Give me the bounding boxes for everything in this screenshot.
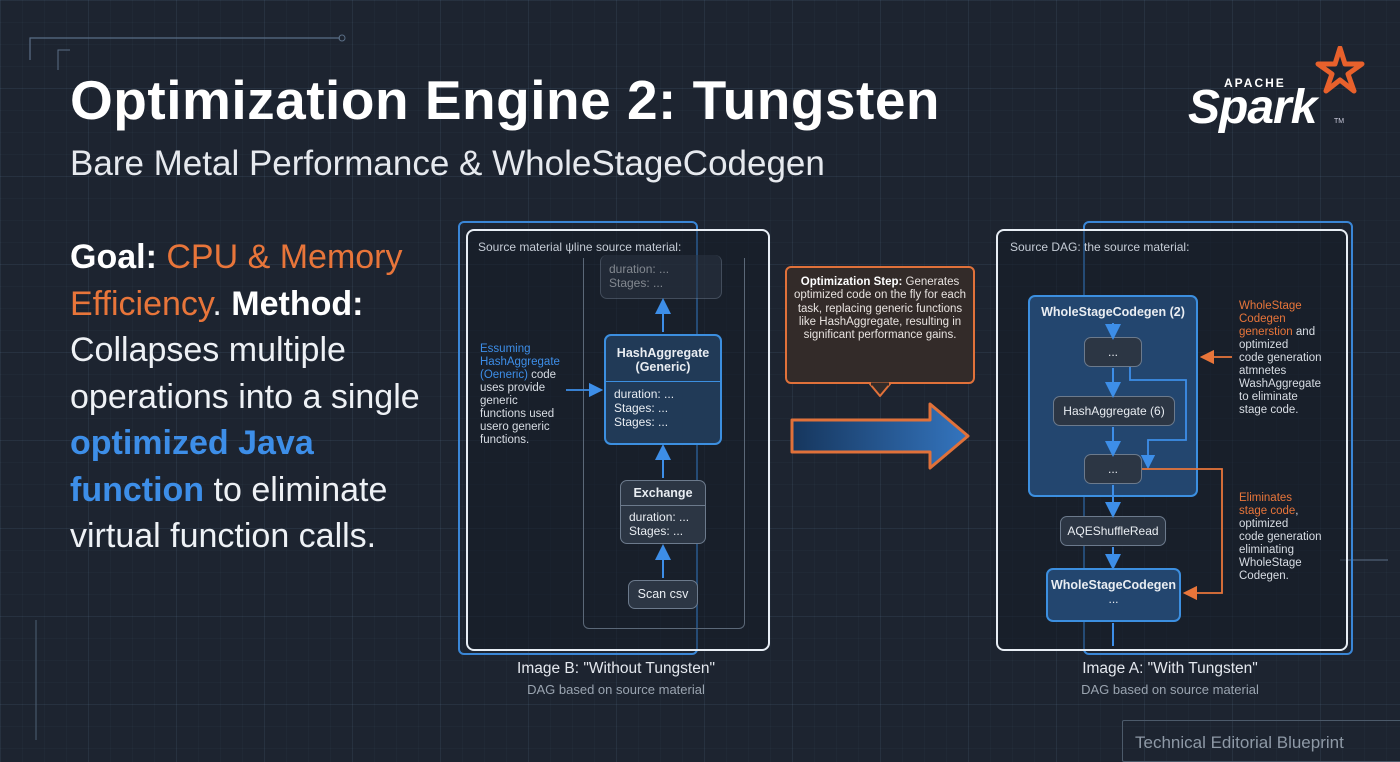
apache-spark-logo: APACHE Spark TM — [1186, 46, 1365, 134]
hash-aggregate-6-node: HashAggregate (6) — [1053, 396, 1175, 426]
left-inner-frame — [583, 258, 745, 629]
method-highlight: optimized Java function — [70, 424, 314, 509]
right-panel-caption: Image A: "With Tungsten" — [1082, 660, 1258, 677]
method-label: Method: — [231, 284, 364, 323]
right-panel-subcaption: DAG based on source material — [1081, 682, 1259, 697]
left-panel-caption: Image B: "Without Tungsten" — [517, 660, 715, 677]
page-subtitle: Bare Metal Performance & WholeStageCodeg… — [70, 144, 825, 183]
method-text-2: to eliminate virtual function calls. — [70, 470, 388, 556]
right-panel-label: Source DAG: the source material: — [1010, 240, 1190, 254]
hash-aggregate-generic-node: HashAggregate (Generic) duration: ... St… — [604, 334, 722, 445]
method-text-1: Collapses multiple operations into a sin… — [70, 331, 420, 416]
exchange-node: Exchange duration: ... Stages: ... — [620, 480, 706, 544]
goal-method-description: Goal: CPU & Memory Efficiency. Method: C… — [70, 238, 420, 556]
scan-csv-node: Scan csv — [628, 580, 698, 609]
left-panel-label: Source material ψline source material: — [478, 240, 682, 254]
optimization-step-callout: Optimization Step: Generates optimized c… — [785, 266, 975, 384]
spark-star-icon — [1315, 46, 1365, 94]
left-panel-subcaption: DAG based on source material — [527, 682, 705, 697]
codegen-dots-node-1: ... — [1084, 337, 1142, 367]
goal-label: Goal: — [70, 238, 157, 276]
footer-blueprint-tag: Technical Editorial Blueprint — [1122, 720, 1400, 762]
faded-stage-node: duration: ... Stages: ... — [600, 255, 722, 299]
right-annotation-top: WholeStage Codegen generstion and optimi… — [1239, 300, 1322, 416]
page-title: Optimization Engine 2: Tungsten — [70, 69, 941, 131]
aqe-shuffle-read-node: AQEShuffleRead — [1060, 516, 1166, 546]
right-annotation-bottom: Eliminates stage code, optimized code ge… — [1239, 492, 1322, 582]
left-annotation: Essuming HashAggregate (Oeneric) code us… — [480, 343, 560, 446]
goal-value: CPU & Memory Efficiency — [70, 238, 403, 323]
whole-stage-codegen-bottom-node: WholeStageCodegen ... — [1046, 568, 1181, 622]
